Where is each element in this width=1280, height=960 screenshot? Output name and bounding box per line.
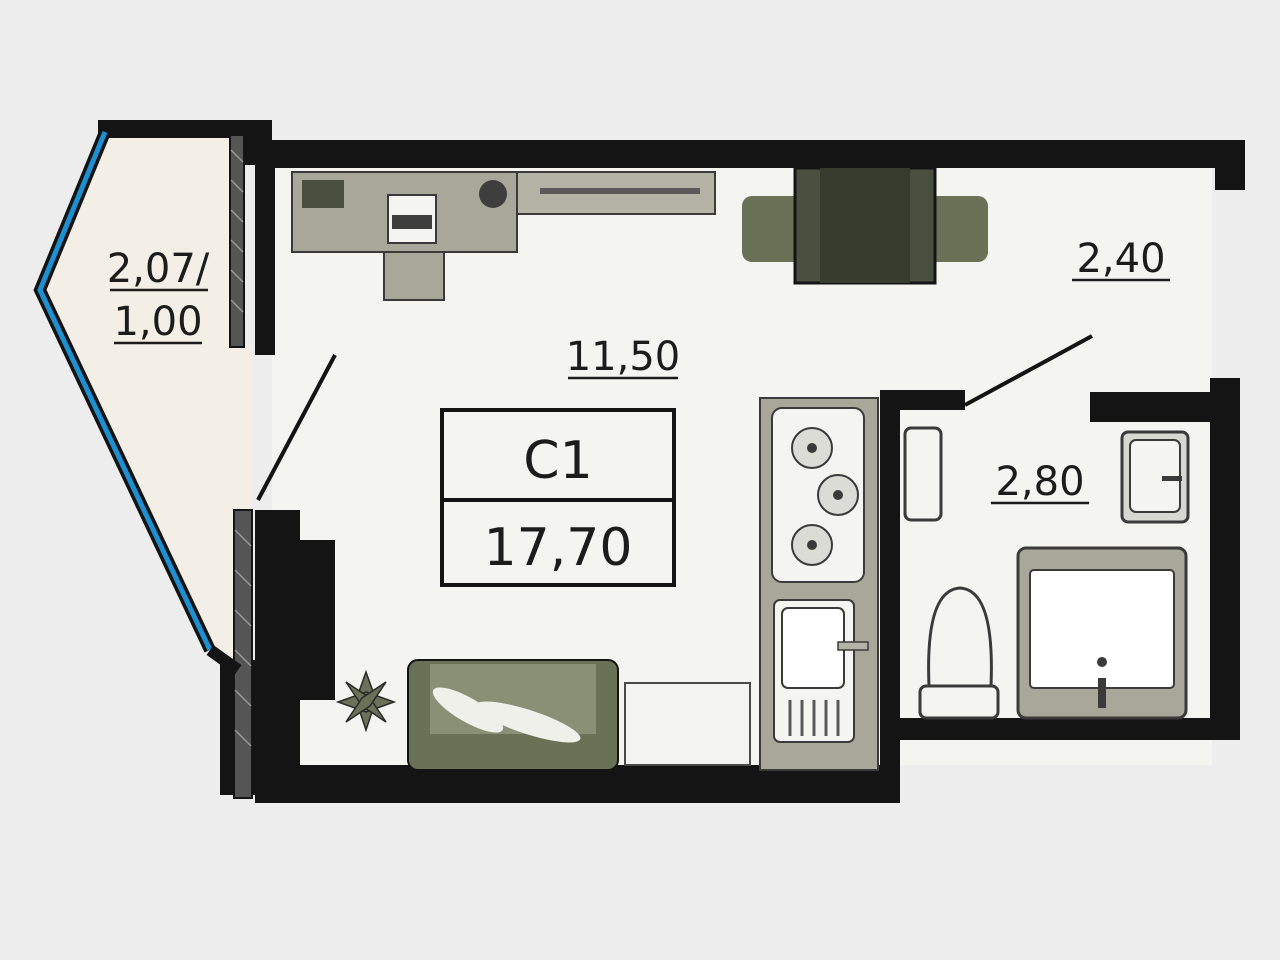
bathroom-door-icon bbox=[964, 334, 1093, 407]
balcony-door-icon bbox=[256, 354, 337, 501]
sofa-icon bbox=[407, 659, 619, 771]
balcony-glazing bbox=[33, 129, 242, 675]
hatched-walls bbox=[229, 134, 253, 799]
walls bbox=[98, 120, 1245, 803]
balcony-floor bbox=[40, 130, 252, 670]
apartment-label-box bbox=[440, 408, 676, 587]
hall-area-label: 2,40 bbox=[1076, 236, 1165, 282]
plant-icon bbox=[335, 669, 397, 733]
balcony-area-label-2: 1,00 bbox=[113, 299, 202, 345]
bathroom-area-label: 2,80 bbox=[995, 459, 1084, 505]
doors bbox=[256, 334, 1093, 501]
dining-table-icon bbox=[742, 166, 988, 285]
kitchen-upper-counter bbox=[291, 171, 716, 301]
toilet-icon bbox=[918, 586, 1000, 720]
tv-stand-icon bbox=[624, 682, 751, 766]
kettle-icon bbox=[479, 180, 507, 208]
balcony-area-label-1: 2,07/ bbox=[107, 246, 210, 292]
towel-rail-icon bbox=[903, 426, 943, 522]
total-area-label: 17,70 bbox=[484, 518, 633, 578]
kitchen-lower-counter bbox=[759, 397, 879, 771]
bathroom-fixtures bbox=[903, 426, 1190, 720]
living-area-label: 11,50 bbox=[566, 334, 681, 380]
apartment-type-label: С1 bbox=[523, 431, 592, 491]
shower-tray-icon bbox=[1016, 546, 1188, 720]
appliance-icon bbox=[302, 180, 344, 208]
